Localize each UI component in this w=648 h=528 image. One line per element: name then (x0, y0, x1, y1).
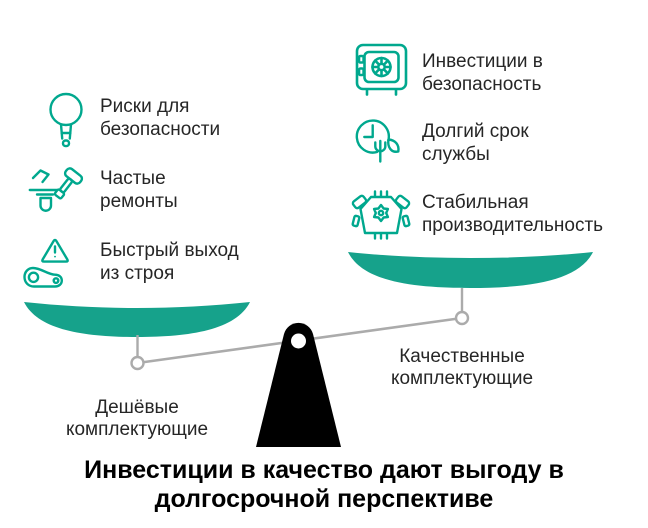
item-label-line: безопасности (100, 118, 221, 140)
page-title: Инвестиции в качество дают выгоду в долг… (24, 456, 624, 514)
pan-label-line: Качественные (399, 346, 525, 367)
item-label-line: Инвестиции в (422, 51, 543, 72)
fulcrum-hole (291, 333, 306, 349)
item-label-line: Долгий срок (422, 121, 529, 142)
item-label-line: ремонты (100, 190, 178, 212)
lightbulb-icon (47, 91, 85, 151)
item-label-line: Частые (100, 168, 166, 189)
pan-label-line: комплектующие (65, 419, 209, 440)
fulcrum (256, 322, 341, 447)
right-pan (348, 252, 593, 288)
item-label-line: Риски для (100, 96, 190, 117)
left-beam-joint (130, 355, 145, 371)
failure-item-label: Быстрый выход из строя (100, 240, 239, 285)
performance-item-label: Стабильная производительность (422, 192, 603, 237)
pan-label-line: Дешёвые (95, 397, 179, 418)
page-title-line: Инвестиции в качество дают выгоду в (84, 456, 564, 484)
safe-icon (354, 42, 412, 98)
repairs-item-label: Частые ремонты (100, 168, 178, 213)
security-investment-item-label: Инвестиции в безопасность (422, 51, 543, 96)
item-label-line: из строя (100, 262, 175, 284)
pan-label-line: комплектующие (390, 368, 534, 389)
item-label-line: производительность (422, 214, 604, 236)
engine-gear-icon (351, 185, 411, 240)
longevity-clock-icon (352, 112, 414, 170)
item-label-line: безопасность (422, 73, 542, 95)
page-title-line: долгосрочной перспективе (154, 485, 494, 513)
quality-components-label: Качественные комплектующие (362, 346, 562, 390)
cheap-components-label: Дешёвые комплектующие (37, 397, 237, 441)
left-pan (24, 302, 250, 337)
breakdown-warning-icon (22, 236, 70, 292)
long-life-item-label: Долгий срок службы (422, 121, 529, 166)
right-beam-joint (454, 310, 470, 326)
repair-tools-icon (28, 161, 84, 217)
risk-item-label: Риски для безопасности (100, 96, 220, 141)
item-label-line: службы (422, 143, 490, 165)
item-label-line: Стабильная (422, 192, 529, 213)
item-label-line: Быстрый выход (100, 240, 239, 261)
